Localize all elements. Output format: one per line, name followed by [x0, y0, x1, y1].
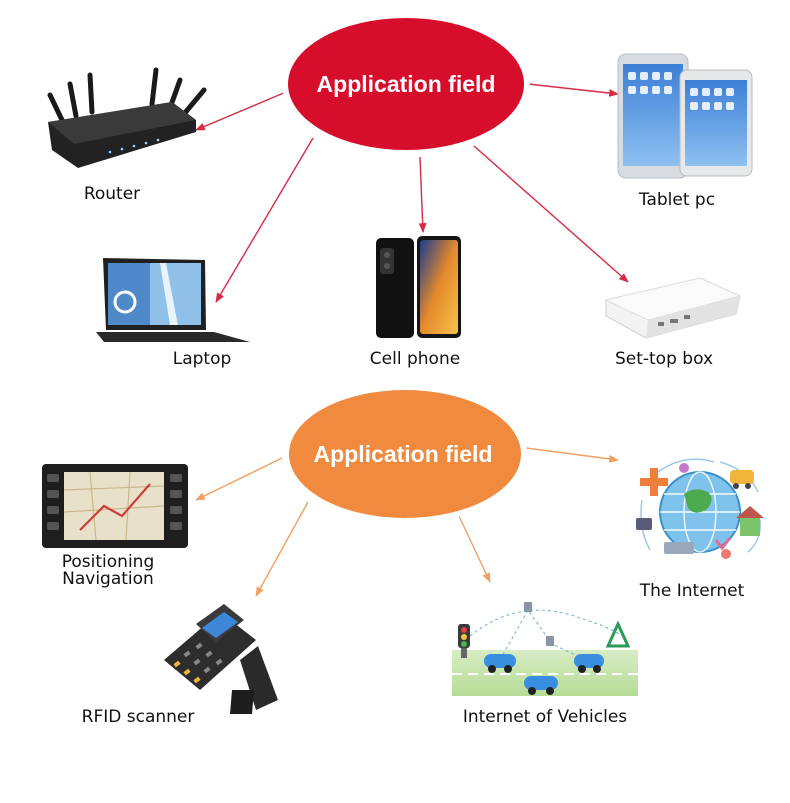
caption-phone: Cell phone — [370, 349, 460, 369]
top-hub-fill — [288, 18, 524, 150]
bottom-hub: Application field — [283, 384, 527, 524]
caption-vehicles: Internet of Vehicles — [463, 707, 627, 727]
arrow-to-tablet — [527, 83, 619, 97]
arrow-to-set-top-box — [473, 145, 629, 283]
vehicle-network-icon — [452, 602, 638, 696]
arrow-to-phone — [418, 156, 427, 233]
phone-icon — [376, 236, 461, 338]
arrow-to-laptop — [215, 137, 314, 303]
bottom-hub-label: Application field — [314, 441, 493, 467]
caption-navigation-line1: Positioning — [62, 552, 154, 572]
arrow-to-router — [195, 91, 287, 131]
arrow-to-vehicles — [457, 513, 491, 583]
arrow-to-internet — [525, 447, 619, 463]
router-icon — [47, 67, 207, 168]
top-arrows — [195, 83, 629, 303]
caption-rfid: RFID scanner — [82, 707, 195, 727]
navigation-screen-icon — [42, 464, 188, 548]
arrow-to-navigation — [195, 457, 283, 501]
laptop-icon — [96, 258, 250, 342]
caption-router: Router — [84, 184, 140, 204]
bottom-arrows — [195, 447, 619, 597]
car-3 — [574, 654, 604, 673]
tablet-icon — [617, 53, 753, 179]
caption-tablet: Tablet pc — [638, 190, 715, 210]
top-hub-label: Application field — [317, 71, 496, 97]
caption-internet: The Internet — [639, 581, 745, 601]
caption-set-top-box: Set-top box — [615, 349, 713, 369]
bottom-hub-fill — [289, 390, 521, 518]
caption-navigation-line2: Navigation — [62, 569, 154, 589]
car-2 — [524, 676, 558, 695]
rfid-scanner-icon — [164, 604, 278, 714]
car-1 — [484, 654, 516, 673]
top-hub: Application field — [282, 12, 530, 156]
caption-laptop: Laptop — [173, 349, 232, 369]
arrow-to-rfid — [255, 501, 309, 597]
set-top-box-icon — [604, 277, 742, 339]
globe-network-icon — [636, 458, 764, 559]
